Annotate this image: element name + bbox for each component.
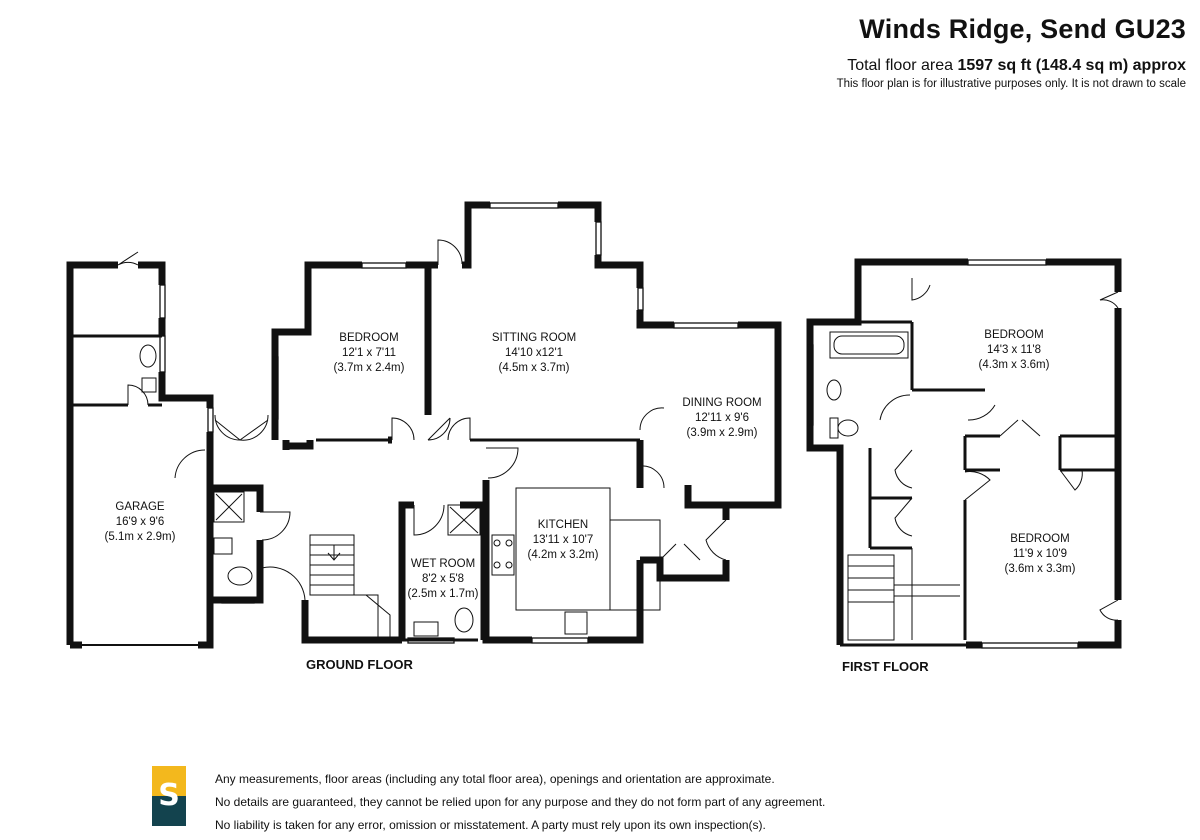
bedroom1-imperial: 14'3 x 11'8 (987, 344, 1041, 356)
room-bedroom-ground: BEDROOM 12'1 x 7'11 (3.7m x 2.4m) (334, 332, 405, 374)
wetroom-name: WET ROOM (411, 558, 475, 570)
property-title: Winds Ridge, Send GU23 (859, 14, 1186, 44)
bedroom2-imperial: 11'9 x 10'9 (1013, 548, 1067, 560)
room-kitchen: KITCHEN 13'11 x 10'7 (4.2m x 3.2m) (528, 519, 599, 561)
wetroom-imperial: 8'2 x 5'8 (422, 573, 464, 585)
logo-bottom-band (152, 796, 186, 826)
kitchen-metric: (4.2m x 3.2m) (528, 549, 599, 561)
room-wetroom: WET ROOM 8'2 x 5'8 (2.5m x 1.7m) (408, 558, 479, 600)
first-floor-doors (879, 278, 1119, 621)
floor-area: Total floor area 1597 sq ft (148.4 sq m)… (837, 57, 1186, 75)
wetroom-metric: (2.5m x 1.7m) (408, 588, 479, 600)
logo-letter: S (158, 778, 180, 813)
sitting-name: SITTING ROOM (492, 332, 576, 344)
garage-name: GARAGE (115, 501, 165, 513)
first-floor-label: FIRST FLOOR (842, 659, 929, 674)
ground-floor-label: GROUND FLOOR (306, 657, 413, 672)
header: Winds Ridge, Send GU23 Total floor area … (837, 14, 1186, 90)
bedroom-ground-name: BEDROOM (339, 332, 398, 344)
kitchen-name: KITCHEN (538, 519, 588, 531)
bedroom-ground-metric: (3.7m x 2.4m) (334, 362, 405, 374)
disclaimer-line-1: Any measurements, floor areas (including… (215, 772, 775, 786)
room-bedroom-first-1: BEDROOM 14'3 x 11'8 (4.3m x 3.6m) (979, 329, 1050, 371)
bedroom2-metric: (3.6m x 3.3m) (1005, 563, 1076, 575)
dining-metric: (3.9m x 2.9m) (687, 427, 758, 439)
agent-logo: S (152, 766, 186, 826)
ground-floor-doors (117, 239, 727, 601)
first-floor-walls (806, 258, 1122, 649)
room-sitting: SITTING ROOM 14'10 x12'1 (4.5m x 3.7m) (492, 332, 576, 374)
garage-metric: (5.1m x 2.9m) (105, 531, 176, 543)
logo-top-band (152, 766, 186, 796)
floor-area-value: 1597 sq ft (148.4 sq m) approx (957, 57, 1186, 74)
ground-floor-walls (66, 201, 782, 649)
sitting-metric: (4.5m x 3.7m) (499, 362, 570, 374)
first-floor-fittings (826, 331, 960, 641)
sitting-imperial: 14'10 x12'1 (505, 347, 563, 359)
ground-floor-fittings (139, 344, 661, 640)
bedroom2-name: BEDROOM (1010, 533, 1069, 545)
footer-disclaimer: Any measurements, floor areas (including… (215, 768, 935, 837)
ground-floor-windows (159, 202, 739, 644)
first-floor-windows (807, 259, 1079, 649)
bedroom1-metric: (4.3m x 3.6m) (979, 359, 1050, 371)
disclaimer-line-2: No details are guaranteed, they cannot b… (215, 795, 826, 809)
garage-imperial: 16'9 x 9'6 (116, 516, 165, 528)
disclaimer-line-3: No liability is taken for any error, omi… (215, 818, 766, 832)
dining-imperial: 12'11 x 9'6 (695, 412, 749, 424)
bedroom1-name: BEDROOM (984, 329, 1043, 341)
room-dining: DINING ROOM 12'11 x 9'6 (3.9m x 2.9m) (682, 397, 761, 439)
floor-area-label: Total floor area (847, 57, 958, 74)
dining-name: DINING ROOM (682, 397, 761, 409)
kitchen-imperial: 13'11 x 10'7 (533, 534, 593, 546)
bedroom-ground-imperial: 12'1 x 7'11 (342, 347, 396, 359)
room-garage: GARAGE 16'9 x 9'6 (5.1m x 2.9m) (105, 501, 176, 543)
illustrative-disclaimer: This floor plan is for illustrative purp… (836, 78, 1186, 90)
room-bedroom-first-2: BEDROOM 11'9 x 10'9 (3.6m x 3.3m) (1005, 533, 1076, 575)
